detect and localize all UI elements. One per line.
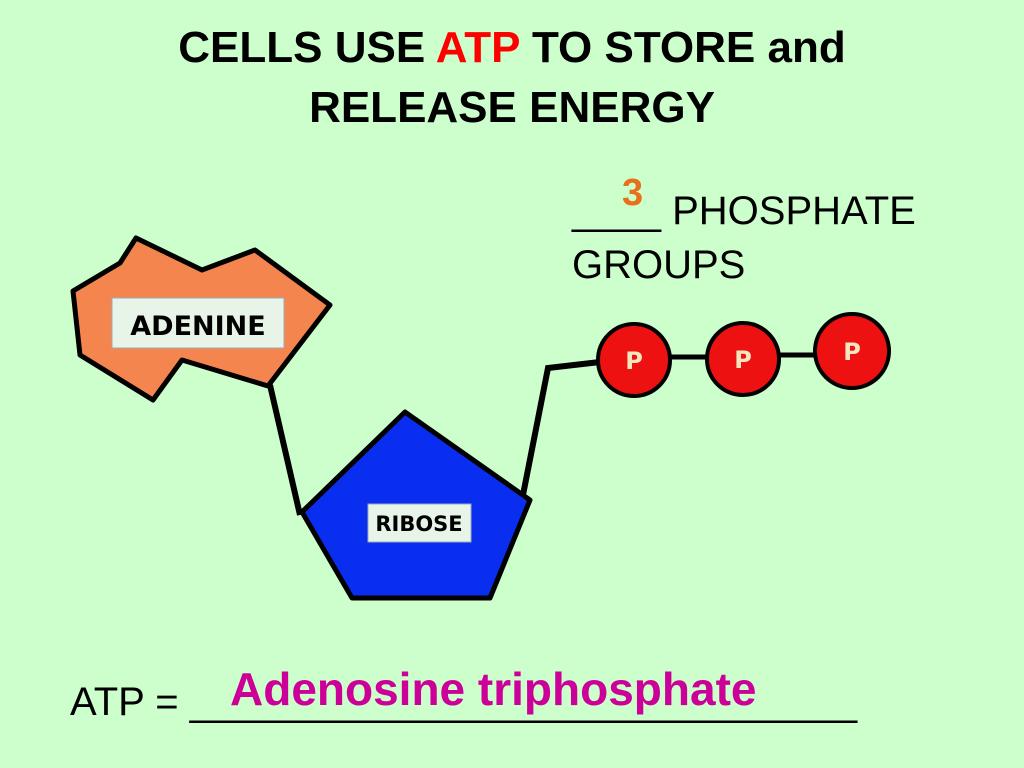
phosphate-circle-2 [705, 321, 781, 397]
adenine-ribose-bond [267, 384, 303, 516]
atp-definition-blank: ______________________________ [189, 680, 858, 724]
title-accent-atp: ATP [435, 23, 520, 72]
ribose-label-box [367, 503, 472, 543]
phosphate-groups-prompt: ____ PHOSPHATE GROUPS [572, 184, 916, 292]
phosphate-blank: ____ [572, 189, 661, 233]
title-text-post: TO STORE and [519, 23, 846, 72]
phosphate-prompt-line-2: GROUPS [572, 243, 746, 287]
phosphate-circle-1 [596, 322, 672, 398]
phosphate-group-1: P [596, 322, 672, 398]
phosphate-group-3: P [813, 312, 891, 390]
phosphate-group-2: P [705, 321, 781, 397]
phosphate-label-2: P [734, 346, 752, 374]
title-line-1: CELLS USE ATP TO STORE and [0, 18, 1024, 78]
atp-definition-prompt: ATP = ______________________________ [70, 680, 857, 725]
slide-title: CELLS USE ATP TO STORE and RELEASE ENERG… [0, 18, 1024, 138]
phosphate-count-answer: 3 [622, 172, 644, 214]
ribose-phosphate-bond [519, 359, 601, 501]
phosphate-label-3: P [843, 338, 861, 366]
adenine-label: ADENINE [130, 311, 265, 342]
atp-definition-prefix: ATP = [70, 680, 190, 724]
atp-definition-answer: Adenosine triphosphate [230, 663, 757, 715]
title-text-pre: CELLS USE [178, 23, 436, 72]
phosphate-label-1: P [625, 347, 643, 375]
title-line-2: RELEASE ENERGY [309, 83, 715, 132]
phosphate-prompt-line-1: ____ PHOSPHATE [572, 184, 916, 238]
phosphate-word: PHOSPHATE [672, 189, 916, 233]
phosphate-circle-3 [813, 312, 891, 390]
ribose-label: RIBOSE [375, 512, 462, 536]
adenine-label-box [111, 297, 285, 349]
